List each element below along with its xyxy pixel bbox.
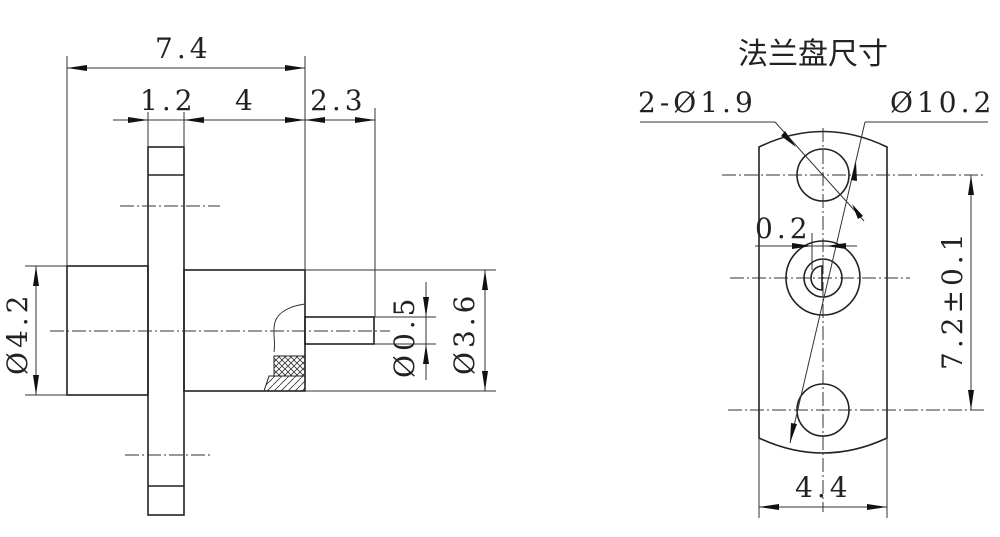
dim-overall-length: 7.4 xyxy=(155,32,212,65)
dim-pin-diameter: Ø0.5 xyxy=(388,295,421,378)
mounting-hole-bottom xyxy=(796,383,850,437)
dim-width: 4.4 xyxy=(795,471,852,504)
dim-mounting-holes: 2-Ø1.9 xyxy=(638,86,757,119)
dim-flange-thickness: 1.2 xyxy=(140,84,197,117)
body-circle xyxy=(785,240,861,316)
insulator-circle xyxy=(803,258,843,298)
dim-body-diameter: Ø3.6 xyxy=(448,292,481,375)
dim-flange-diameter: Ø10.2 xyxy=(890,86,995,119)
dim-body-length: 4 xyxy=(235,84,257,117)
dim-pin-length: 2.3 xyxy=(310,84,367,117)
hatch-insulator xyxy=(273,355,306,377)
dim-hole-spacing: 7.2±0.1 xyxy=(936,229,969,370)
dim-rear-diameter: Ø4.2 xyxy=(1,292,34,375)
break-line xyxy=(273,303,306,353)
flange-view-title: 法兰盘尺寸 xyxy=(738,37,888,72)
dim-offset: 0.2 xyxy=(755,212,812,245)
flange-view: 法兰盘尺寸 2-Ø1.9 Ø10.2 0.2 7.2±0.1 xyxy=(638,37,995,518)
mounting-hole-top xyxy=(796,148,850,202)
side-view: 7.4 1.2 4 2.3 Ø4.2 Ø3.6 Ø0.5 xyxy=(1,32,496,516)
hatch-shell xyxy=(263,375,306,392)
pin-section xyxy=(810,265,823,291)
